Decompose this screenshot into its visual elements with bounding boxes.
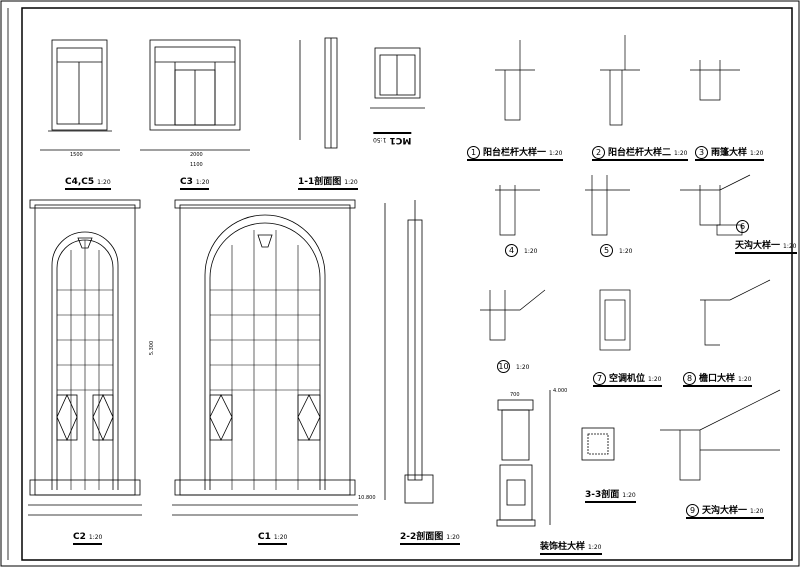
- door-mc1: [370, 47, 425, 109]
- label-scale: 1:20: [516, 364, 530, 371]
- dim-column-top: 4.000: [553, 388, 568, 394]
- drawing-frame: [21, 7, 793, 561]
- label-scale: 1:20: [648, 376, 662, 383]
- label-title: C1: [258, 532, 271, 542]
- window-c4c5: [40, 39, 120, 151]
- label-scale: 1:20: [783, 243, 797, 250]
- detail-number: 6: [736, 220, 749, 233]
- detail-number: 8: [683, 372, 696, 385]
- dim-c3-width: 2000: [190, 152, 203, 158]
- label-detail-6-number: 6: [736, 220, 752, 233]
- label-title: C2: [73, 532, 86, 542]
- label-title: 雨篷大样: [711, 148, 748, 158]
- elevation-c1: [172, 199, 358, 516]
- label-title: 空调机位: [609, 374, 646, 384]
- detail-number: 4: [505, 244, 518, 257]
- detail-number: 5: [600, 244, 613, 257]
- label-scale: 1:20: [622, 492, 636, 499]
- label-title: 3-3剖面: [585, 490, 620, 500]
- dim-c2-height: 5.300: [149, 340, 156, 356]
- label-scale: 1:20: [549, 150, 563, 157]
- section-3-3: [581, 427, 615, 461]
- label-scale: 1:50: [373, 136, 387, 143]
- label-mc1: MC11:50: [373, 132, 412, 145]
- elevation-c2: [28, 199, 142, 516]
- label-scale: 1:20: [97, 179, 111, 186]
- dim-column-width: 700: [510, 392, 520, 398]
- label-detail-10: 10 1:20: [497, 360, 529, 373]
- detail-number: 3: [695, 146, 708, 159]
- label-scale: 1:20: [344, 179, 358, 186]
- label-title: 檐口大样: [699, 374, 736, 384]
- section-1-1: [299, 37, 338, 149]
- label-title: 阳台栏杆大样二: [608, 148, 672, 158]
- dim-c1-level: 10.800: [358, 495, 376, 501]
- label-title: C3: [180, 177, 193, 187]
- label-scale: 1:20: [619, 248, 633, 255]
- detail-number: 10: [497, 360, 510, 373]
- label-detail-5: 5 1:20: [600, 244, 632, 257]
- dim-c4-width: 1500: [70, 152, 83, 158]
- detail-number: 2: [592, 146, 605, 159]
- label-title: 装饰柱大样: [540, 542, 586, 552]
- label-scale: 1:20: [588, 544, 602, 551]
- label-title: C4,C5: [65, 177, 95, 187]
- label-scale: 1:20: [750, 150, 764, 157]
- label-title: 1-1剖面图: [298, 177, 342, 187]
- label-scale: 1:20: [738, 376, 752, 383]
- label-scale: 1:20: [88, 534, 103, 541]
- label-scale: 1:20: [674, 150, 688, 157]
- label-scale: 1:20: [750, 508, 764, 515]
- section-2-2: [384, 200, 434, 504]
- label-title: 阳台栏杆大样一: [483, 148, 547, 158]
- window-c3: [140, 39, 250, 151]
- label-detail-4: 4 1:20: [505, 244, 537, 257]
- detail-number: 9: [686, 504, 699, 517]
- label-title: MC1: [389, 135, 412, 145]
- label-scale: 1:20: [273, 534, 288, 541]
- detail-number: 7: [593, 372, 606, 385]
- label-scale: 1:20: [446, 534, 460, 541]
- label-scale: 1:20: [524, 248, 538, 255]
- label-title: 天沟大样一: [702, 506, 748, 516]
- label-title: 天沟大样一: [735, 241, 781, 251]
- detail-number: 1: [467, 146, 480, 159]
- detail-drawings: [480, 35, 781, 481]
- label-title: 2-2剖面图: [400, 532, 444, 542]
- label-scale: 1:20: [195, 179, 210, 186]
- decorative-column: [496, 390, 551, 527]
- dim-c3-bottom: 1100: [190, 162, 203, 168]
